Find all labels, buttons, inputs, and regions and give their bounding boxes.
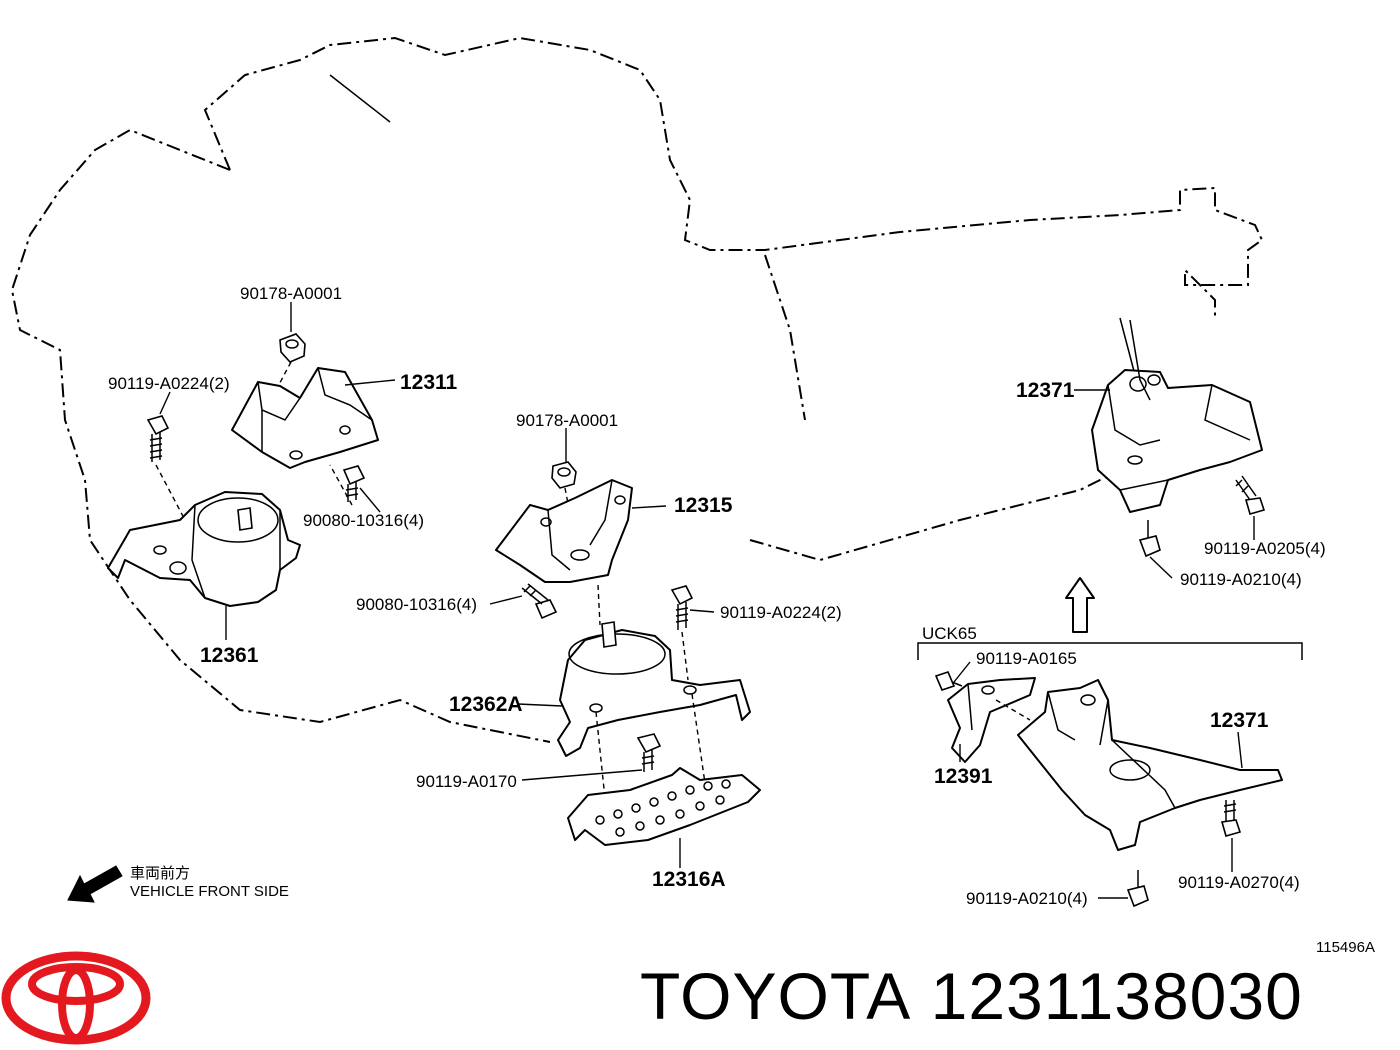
bolt-90119-a0210-a	[1138, 520, 1161, 558]
nut-90178-a	[279, 333, 306, 363]
brand-part-number: TOYOTA 1231138030	[640, 958, 1303, 1034]
uck65-bracket	[917, 642, 1303, 660]
nut-90178-b	[551, 461, 577, 489]
label-90119-a0205: 90119-A0205(4)	[1204, 539, 1326, 558]
front-label-jp: 車両前方	[130, 865, 190, 882]
label-90178-a0001: 90178-A0001	[240, 284, 342, 303]
center-mount-group	[495, 461, 761, 846]
left-mount-group	[107, 333, 379, 607]
bracket-12391	[947, 677, 1036, 763]
label-90119-a0170: 90119-A0170	[416, 772, 517, 791]
bolt-90080-10316-a	[342, 465, 366, 502]
label-90080-10316-b: 90080-10316(4)	[356, 595, 477, 614]
label-90080-10316-a: 90080-10316(4)	[303, 511, 424, 530]
label-12371-a: 12371	[1016, 379, 1075, 402]
engine-outline	[10, 36, 1264, 743]
mount-12371-b	[1017, 679, 1283, 851]
label-12316a: 12316A	[652, 868, 726, 891]
insulator-12362a	[557, 621, 751, 757]
part-number: 1231138030	[930, 959, 1303, 1033]
bolt-90119-a0270	[1220, 800, 1242, 837]
vehicle-front-indicator: 車両前方 VEHICLE FRONT SIDE	[67, 865, 289, 903]
label-90119-a0224-a: 90119-A0224(2)	[108, 374, 230, 393]
bolt-90119-a0170	[636, 733, 662, 772]
toyota-logo	[1, 951, 151, 1045]
label-12311: 12311	[400, 371, 458, 394]
insulator-12361	[107, 491, 301, 607]
label-90178-a0001-b: 90178-A0001	[516, 411, 618, 430]
front-label-en: VEHICLE FRONT SIDE	[130, 883, 289, 900]
arrow-icon	[67, 865, 123, 903]
leader-lines	[159, 302, 1255, 899]
label-90119-a0210-b: 90119-A0210(4)	[966, 889, 1088, 908]
label-90119-a0165: 90119-A0165	[976, 649, 1077, 668]
bracket-12311	[231, 367, 379, 469]
label-90119-a0270: 90119-A0270(4)	[1178, 873, 1300, 892]
label-12391: 12391	[934, 765, 993, 788]
label-uck65: UCK65	[922, 624, 977, 643]
right-mount-group	[917, 319, 1303, 908]
plate-12316a	[567, 767, 761, 846]
bolt-90119-a0205	[1235, 475, 1266, 515]
diagram-reference: 115496A	[1316, 939, 1375, 956]
mount-12371-a	[1091, 319, 1263, 513]
label-12315: 12315	[674, 494, 733, 517]
bolt-90080-10316-b	[521, 583, 558, 620]
label-90119-a0224-b: 90119-A0224(2)	[720, 603, 842, 622]
arrow-up-icon	[1065, 577, 1095, 633]
label-12361: 12361	[200, 644, 259, 667]
bolt-90119-a0210-b	[1126, 870, 1149, 908]
bracket-12315	[495, 479, 633, 583]
bolt-90119-a0224-b	[670, 585, 694, 630]
label-12362a: 12362A	[449, 693, 523, 716]
bolt-90119-a0224-a	[146, 415, 170, 462]
bolt-90119-a0165	[934, 671, 963, 691]
part-labels: 90178-A0001 90119-A0224(2) 12311 90080-1…	[108, 284, 1326, 908]
label-12371-b: 12371	[1210, 709, 1269, 732]
brand-name: TOYOTA	[640, 959, 912, 1033]
label-90119-a0210-a: 90119-A0210(4)	[1180, 570, 1302, 589]
